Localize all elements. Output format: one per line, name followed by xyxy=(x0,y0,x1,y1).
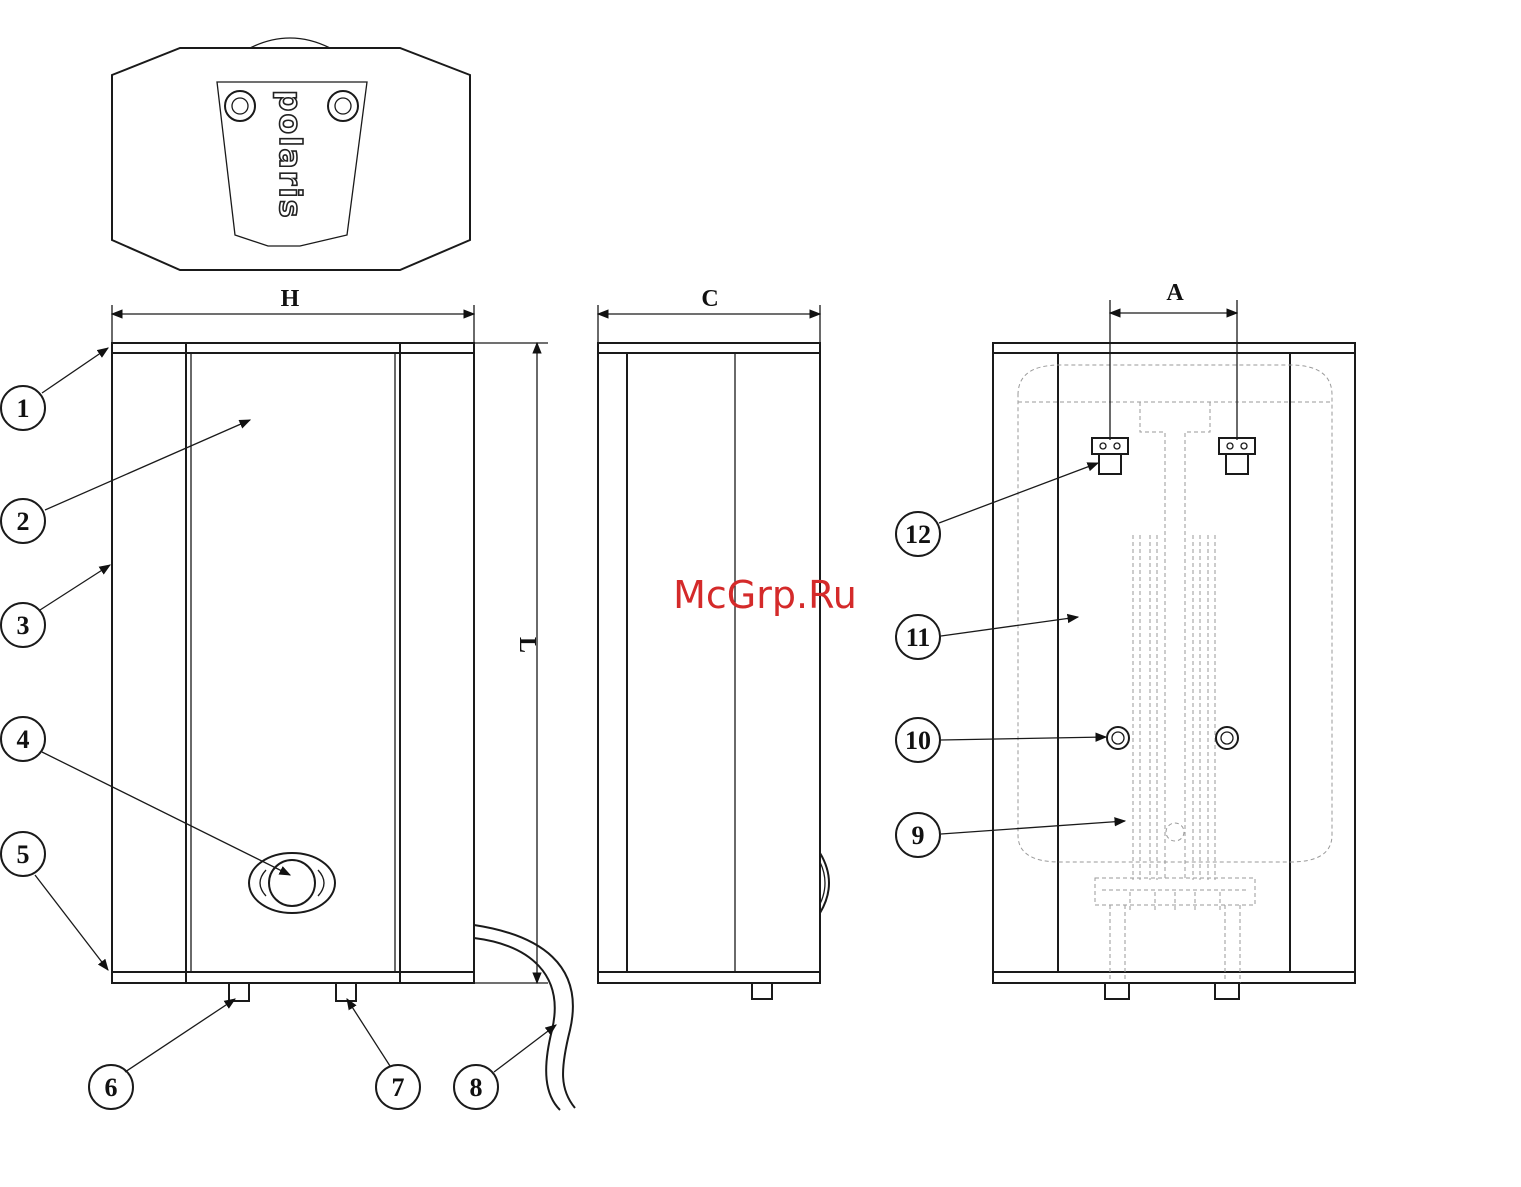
top-connector-right xyxy=(328,91,358,121)
svg-text:5: 5 xyxy=(17,840,30,869)
svg-text:1: 1 xyxy=(17,394,30,423)
top-view: polaris xyxy=(112,38,470,270)
callout-11: 11 xyxy=(896,615,1078,659)
fixing-nut-left xyxy=(1107,727,1129,749)
power-cord xyxy=(474,925,575,1110)
front-view xyxy=(112,343,575,1110)
svg-text:10: 10 xyxy=(905,726,931,755)
dimension-h: H xyxy=(112,286,474,343)
svg-text:4: 4 xyxy=(17,725,30,754)
top-connector-left xyxy=(225,91,255,121)
callout-8: 8 xyxy=(454,1025,556,1109)
outlet-pipe xyxy=(229,983,249,1001)
svg-text:3: 3 xyxy=(17,611,30,640)
callout-2: 2 xyxy=(1,420,250,543)
callout-3: 3 xyxy=(1,565,110,647)
callout-1: 1 xyxy=(1,348,108,430)
svg-text:12: 12 xyxy=(905,520,931,549)
callout-6: 6 xyxy=(89,999,235,1109)
svg-text:6: 6 xyxy=(105,1073,118,1102)
watermark: McGrp.Ru xyxy=(673,573,857,617)
dimension-c-label: C xyxy=(701,286,718,312)
dimension-a-label: A xyxy=(1166,280,1184,306)
dimension-a: A xyxy=(1110,280,1237,440)
callout-12: 12 xyxy=(896,463,1098,556)
svg-text:9: 9 xyxy=(912,821,925,850)
dimension-h-label: H xyxy=(281,286,300,312)
callout-7: 7 xyxy=(347,999,420,1109)
fixing-nut-right xyxy=(1216,727,1238,749)
svg-text:2: 2 xyxy=(17,507,30,536)
svg-text:8: 8 xyxy=(470,1073,483,1102)
rear-view xyxy=(993,343,1355,999)
brand-logo: polaris xyxy=(272,90,307,220)
side-view xyxy=(598,343,829,999)
callout-5: 5 xyxy=(1,832,108,970)
svg-text:11: 11 xyxy=(906,623,931,652)
thermostat-knob xyxy=(249,853,335,913)
mounting-bracket-right xyxy=(1219,438,1255,474)
svg-text:7: 7 xyxy=(392,1073,405,1102)
callout-10: 10 xyxy=(896,718,1106,762)
inlet-pipe xyxy=(336,983,356,1001)
mounting-bracket-left xyxy=(1092,438,1128,474)
dimension-l: L xyxy=(474,343,548,983)
dimension-c: C xyxy=(598,286,820,343)
callout-9: 9 xyxy=(896,813,1125,857)
heating-element xyxy=(1133,535,1215,880)
dimension-l-label: L xyxy=(514,637,540,653)
